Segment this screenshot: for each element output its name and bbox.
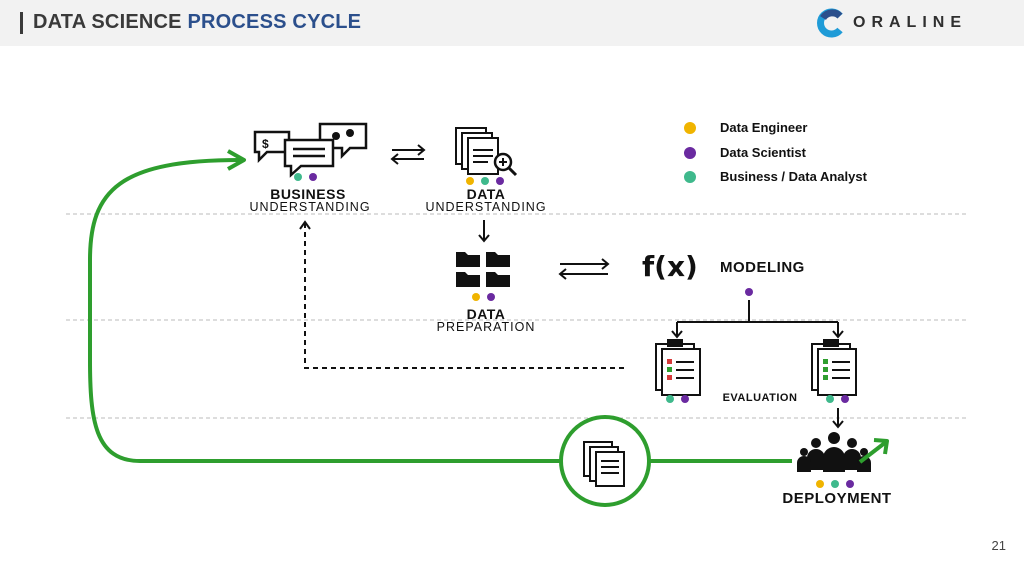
- clipboard-icon: [811, 339, 857, 396]
- branch-arrows: [671, 300, 844, 339]
- role-dot-scientist: [745, 288, 753, 296]
- role-dot-engineer: [816, 480, 824, 488]
- team-growth-icon: [797, 432, 871, 472]
- legend-label-analyst: Business / Data Analyst: [720, 169, 867, 184]
- role-dot-analyst: [481, 177, 489, 185]
- role-dot-scientist: [846, 480, 854, 488]
- chat-bubbles-icon: $: [253, 122, 368, 178]
- coraline-logo-icon: [817, 8, 843, 38]
- deployment-label: DEPLOYMENT: [782, 490, 892, 507]
- role-dot-scientist: [681, 395, 689, 403]
- role-dot-analyst: [666, 395, 674, 403]
- legend-dot-engineer: [684, 122, 696, 134]
- title-part-1: DATA SCIENCE: [33, 11, 182, 33]
- svg-text:$: $: [262, 137, 269, 151]
- data-preparation-title: DATA: [466, 306, 506, 322]
- modeling-label: MODELING: [720, 259, 805, 276]
- title-accent-bar: [20, 12, 23, 34]
- legend-label-engineer: Data Engineer: [720, 120, 808, 135]
- business-understanding-title: BUSINESS: [270, 186, 346, 202]
- legend-dot-analyst: [684, 171, 696, 183]
- down-arrow: [478, 220, 490, 243]
- title-part-2: PROCESS CYCLE: [187, 11, 362, 33]
- page-title: DATA SCIENCE PROCESS CYCLE: [33, 11, 361, 34]
- role-dot-scientist: [309, 173, 317, 181]
- cycle-arrow: [88, 158, 560, 463]
- data-understanding-title: DATA: [466, 186, 506, 202]
- role-dot-engineer: [466, 177, 474, 185]
- header-bar: DATA SCIENCE PROCESS CYCLE ORALINE: [0, 0, 1024, 46]
- page-number: 21: [991, 538, 1006, 553]
- down-arrow: [832, 408, 844, 429]
- legend-dot-scientist: [684, 147, 696, 159]
- data-preparation-subtitle: PREPARATION: [436, 320, 536, 334]
- logo-text: ORALINE: [853, 14, 967, 31]
- role-dot-scientist: [487, 293, 495, 301]
- bidirectional-arrow: [390, 144, 426, 165]
- folders-icon: [456, 252, 510, 287]
- feedback-arrow: [299, 220, 624, 369]
- data-understanding-subtitle: UNDERSTANDING: [425, 200, 547, 214]
- modeling-formula: f(x): [642, 250, 698, 283]
- role-dot-analyst: [294, 173, 302, 181]
- documents-icon: [583, 441, 625, 487]
- business-understanding-subtitle: UNDERSTANDING: [249, 200, 371, 214]
- bidirectional-arrow: [558, 258, 610, 280]
- role-dot-analyst: [831, 480, 839, 488]
- role-dot-analyst: [826, 395, 834, 403]
- documents-search-icon: [455, 127, 518, 177]
- cycle-arrow-head: [227, 149, 246, 171]
- growth-arrow-icon: [858, 438, 889, 464]
- clipboard-icon: [655, 339, 701, 396]
- legend-label-scientist: Data Scientist: [720, 145, 806, 160]
- role-dot-scientist: [841, 395, 849, 403]
- role-dot-engineer: [472, 293, 480, 301]
- role-dot-scientist: [496, 177, 504, 185]
- evaluation-label: EVALUATION: [722, 392, 798, 404]
